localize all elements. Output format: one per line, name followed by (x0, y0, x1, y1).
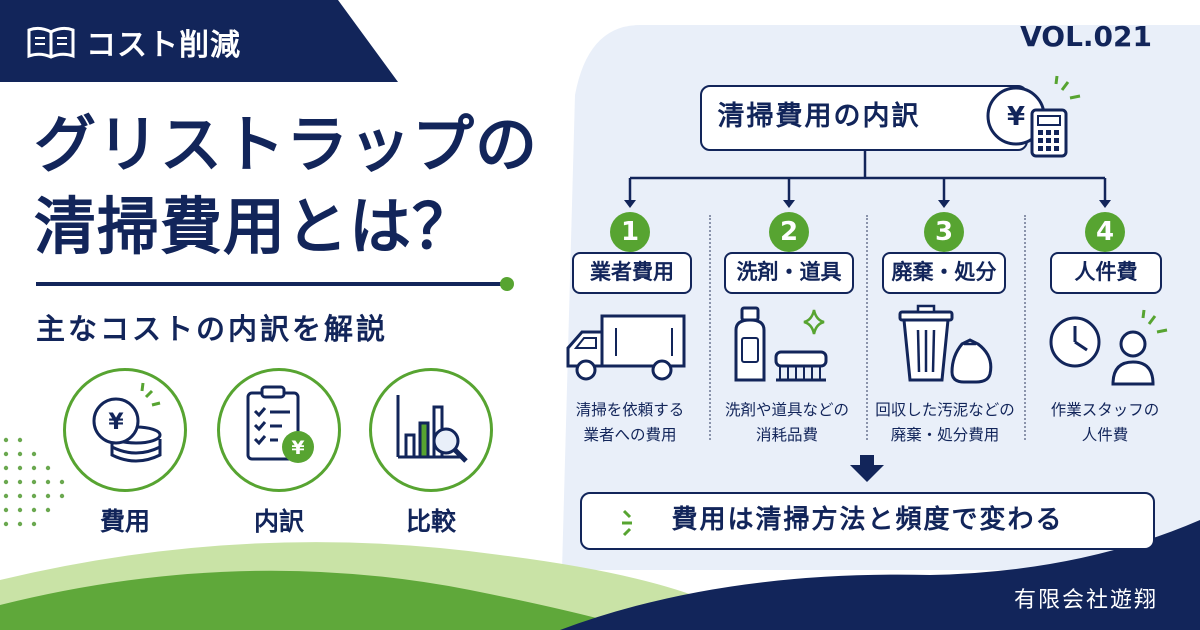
title-line-1: グリストラップの (34, 108, 539, 181)
navy-wave (560, 520, 1200, 630)
item-1-description-line-1: 清掃を依頼する (575, 401, 685, 419)
item-1-label: 業者費用 (572, 252, 692, 294)
yen-calculator-icon: ¥ (986, 75, 1081, 158)
accent-lines-icon (622, 509, 632, 537)
svg-text:¥: ¥ (108, 410, 124, 435)
item-3-description-line-2: 廃棄・処分費用 (890, 426, 1000, 444)
item-4-description: 作業スタッフの 人件費 (1030, 398, 1180, 448)
item-3-description: 回収した汚泥などの 廃棄・処分費用 (870, 398, 1020, 448)
trash-bag-icon (898, 304, 993, 384)
right-panel-background (562, 25, 1200, 570)
title-underline-dot (500, 277, 514, 291)
green-wave (0, 570, 640, 630)
category-ribbon: コスト削減 (0, 0, 398, 82)
item-4-description-line-2: 人件費 (1081, 426, 1129, 444)
feature-breakdown-circle: ¥ (217, 368, 341, 492)
item-3-description-line-1: 回収した汚泥などの (875, 401, 1015, 419)
feature-compare-label: 比較 (405, 507, 456, 536)
feature-cost: ¥ 費用 (60, 368, 190, 538)
feature-compare: 比較 (366, 368, 496, 538)
yen-coins-icon: ¥ (92, 382, 162, 463)
item-2-description-line-1: 洗剤や道具などの (724, 401, 849, 419)
column-divider (709, 215, 711, 440)
down-arrow-icon (850, 455, 884, 482)
svg-text:¥: ¥ (291, 437, 304, 459)
breakdown-root-box: 清掃費用の内訳 (700, 85, 1028, 151)
result-box: 費用は清掃方法と頻度で変わる (580, 492, 1155, 550)
item-2-description: 洗剤や道具などの 消耗品費 (712, 398, 862, 448)
item-3-number: 3 (924, 212, 964, 252)
item-4-label: 人件費 (1050, 252, 1162, 294)
item-4-description-line-1: 作業スタッフの (1050, 401, 1160, 419)
book-icon (27, 26, 75, 59)
feature-compare-circle (369, 368, 493, 492)
category-label: コスト削減 (86, 28, 241, 63)
item-1-number: 1 (610, 212, 650, 252)
clock-person-icon (1049, 309, 1168, 386)
column-divider (1024, 215, 1026, 440)
company-name: 有限会社遊翔 (1013, 588, 1158, 613)
dot-pattern (3, 437, 65, 527)
item-3-label: 廃棄・処分 (882, 252, 1006, 294)
item-1-description: 清掃を依頼する 業者への費用 (555, 398, 705, 448)
title-underline (36, 282, 506, 286)
subtitle: 主なコストの内訳を解説 (36, 312, 389, 346)
detergent-brush-icon (734, 306, 828, 382)
column-divider (866, 215, 868, 440)
item-4-number: 4 (1085, 212, 1125, 252)
clipboard-checklist-icon: ¥ (246, 385, 314, 463)
svg-text:¥: ¥ (1007, 102, 1025, 132)
volume-number: VOL.021 (1020, 20, 1152, 53)
feature-breakdown-label: 内訳 (253, 507, 304, 536)
feature-cost-label: 費用 (99, 507, 150, 536)
feature-cost-circle: ¥ (63, 368, 187, 492)
title-line-2: 清掃費用とは？ (34, 190, 476, 263)
page-title: グリストラップの 清掃費用とは？ (34, 104, 554, 268)
feature-breakdown: ¥ 内訳 (214, 368, 344, 538)
item-2-number: 2 (769, 212, 809, 252)
item-2-description-line-2: 消耗品費 (755, 426, 818, 444)
truck-icon (566, 314, 686, 381)
item-1-description-line-2: 業者への費用 (583, 426, 677, 444)
bar-chart-magnifier-icon (396, 395, 468, 463)
item-2-label: 洗剤・道具 (724, 252, 854, 294)
